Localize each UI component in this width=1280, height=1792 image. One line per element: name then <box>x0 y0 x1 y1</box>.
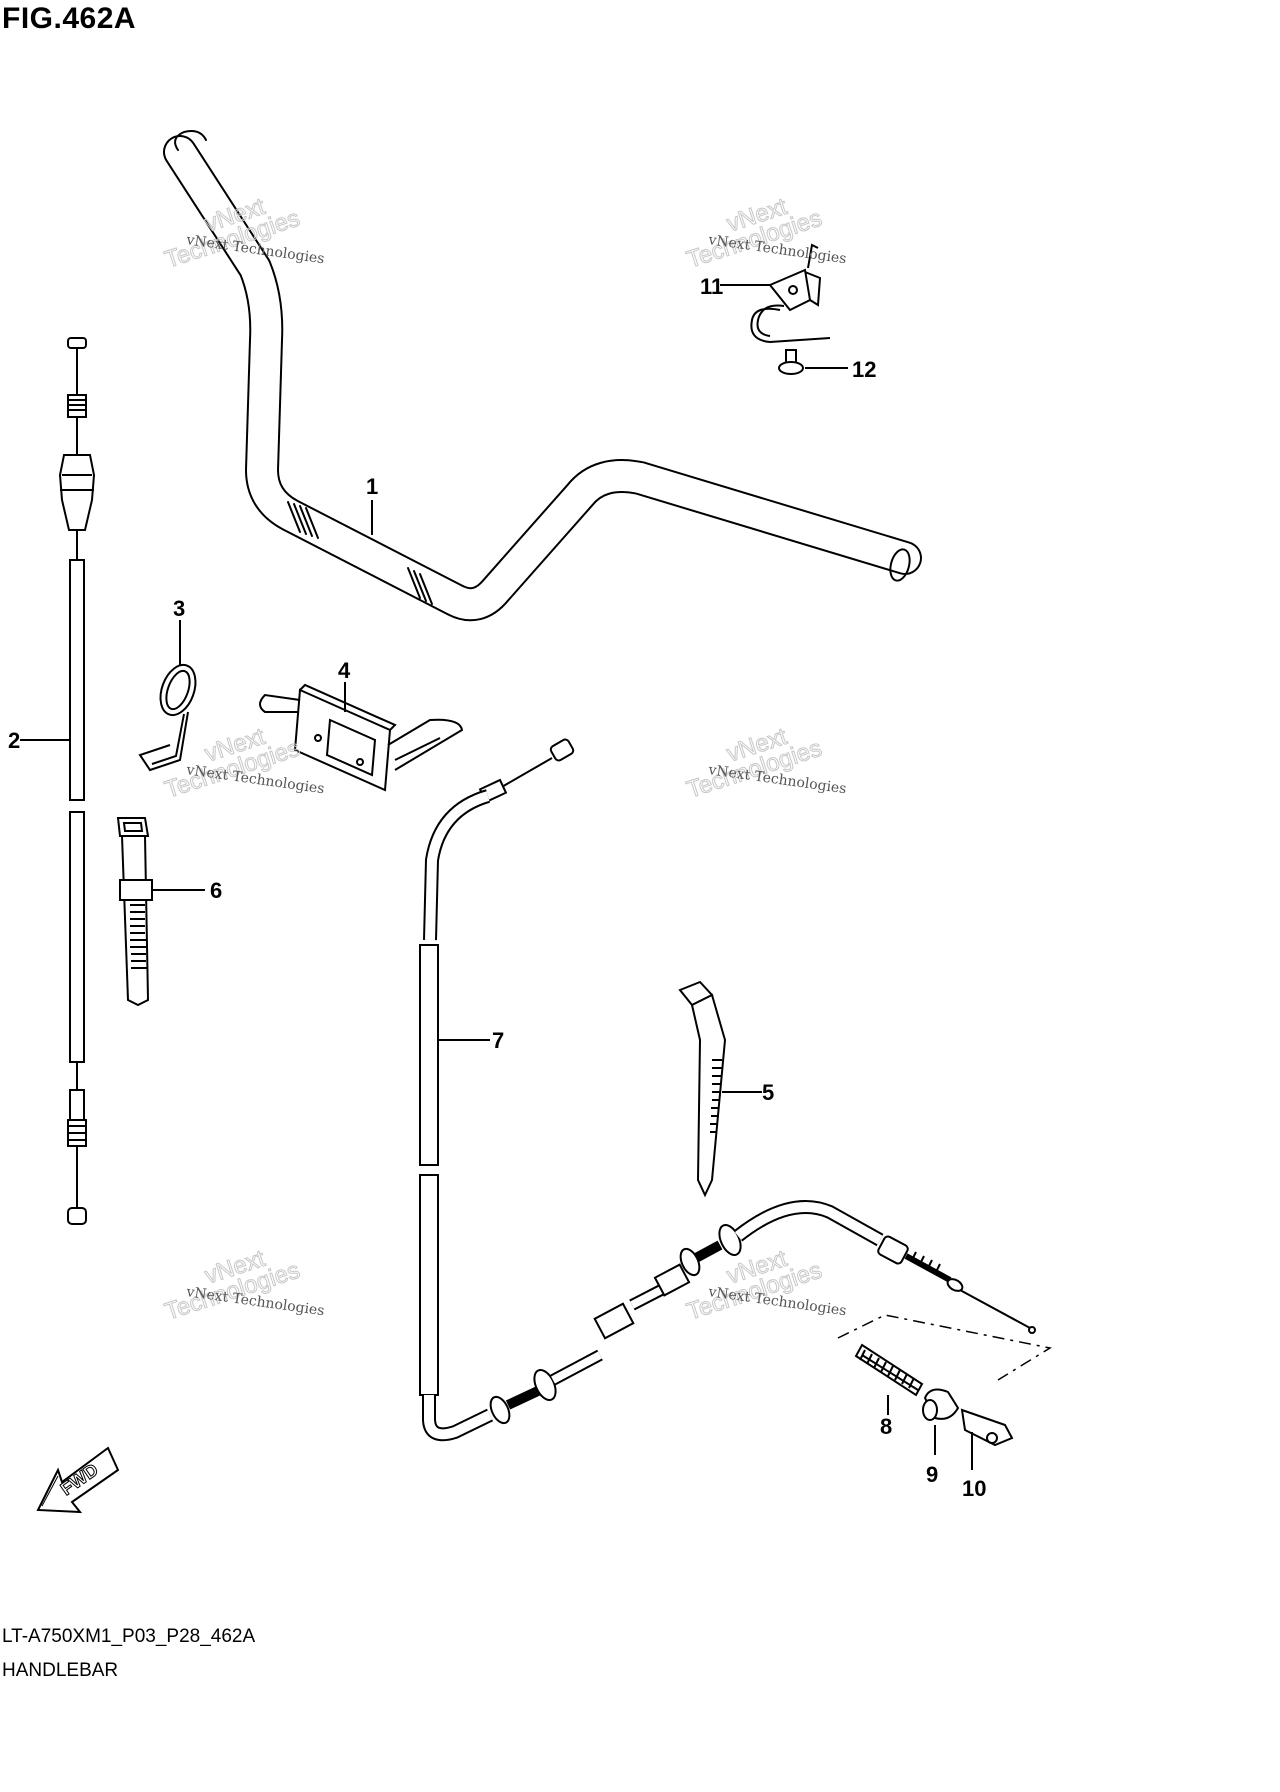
spring-clip-part-3 <box>138 620 197 772</box>
callout-12: 12 <box>852 357 876 382</box>
callout-7: 7 <box>492 1028 504 1053</box>
figure-code: LT-A750XM1_P03_P28_462A <box>2 1626 256 1647</box>
watermark-5: vNext Technologies vNext Technologies <box>161 1244 325 1326</box>
figure-title: FIG.462A <box>2 2 137 35</box>
cable-tie-part-5 <box>678 980 762 1198</box>
handlebar-part-1 <box>163 130 922 622</box>
watermark-2: vNext Technologies vNext Technologies <box>683 192 847 274</box>
cable-part-7 <box>419 738 1036 1442</box>
spring-part-8 <box>854 1343 924 1415</box>
callout-5: 5 <box>762 1080 774 1105</box>
callout-4: 4 <box>338 658 351 683</box>
alignment-guide <box>837 1314 1053 1381</box>
tie-strap-part-6 <box>116 817 205 1007</box>
callout-2: 2 <box>8 728 20 753</box>
figure-name: HANDLEBAR <box>2 1660 119 1681</box>
callout-8: 8 <box>880 1414 892 1439</box>
cable-end-part-10 <box>960 1408 1014 1470</box>
hook-bracket-part-11 <box>720 243 831 344</box>
callout-9: 9 <box>926 1462 938 1487</box>
cable-part-2 <box>20 337 96 1225</box>
callout-6: 6 <box>210 878 222 903</box>
collar-part-9 <box>922 1388 960 1455</box>
bolt-part-12 <box>778 349 848 375</box>
callout-10: 10 <box>962 1476 986 1501</box>
watermark-4: vNext Technologies vNext Technologies <box>683 722 847 804</box>
callout-3: 3 <box>173 596 185 621</box>
bracket-part-4 <box>259 682 464 792</box>
fwd-direction-arrow: FWD <box>36 1446 120 1514</box>
callout-11: 11 <box>700 274 723 299</box>
callout-1: 1 <box>366 474 378 499</box>
